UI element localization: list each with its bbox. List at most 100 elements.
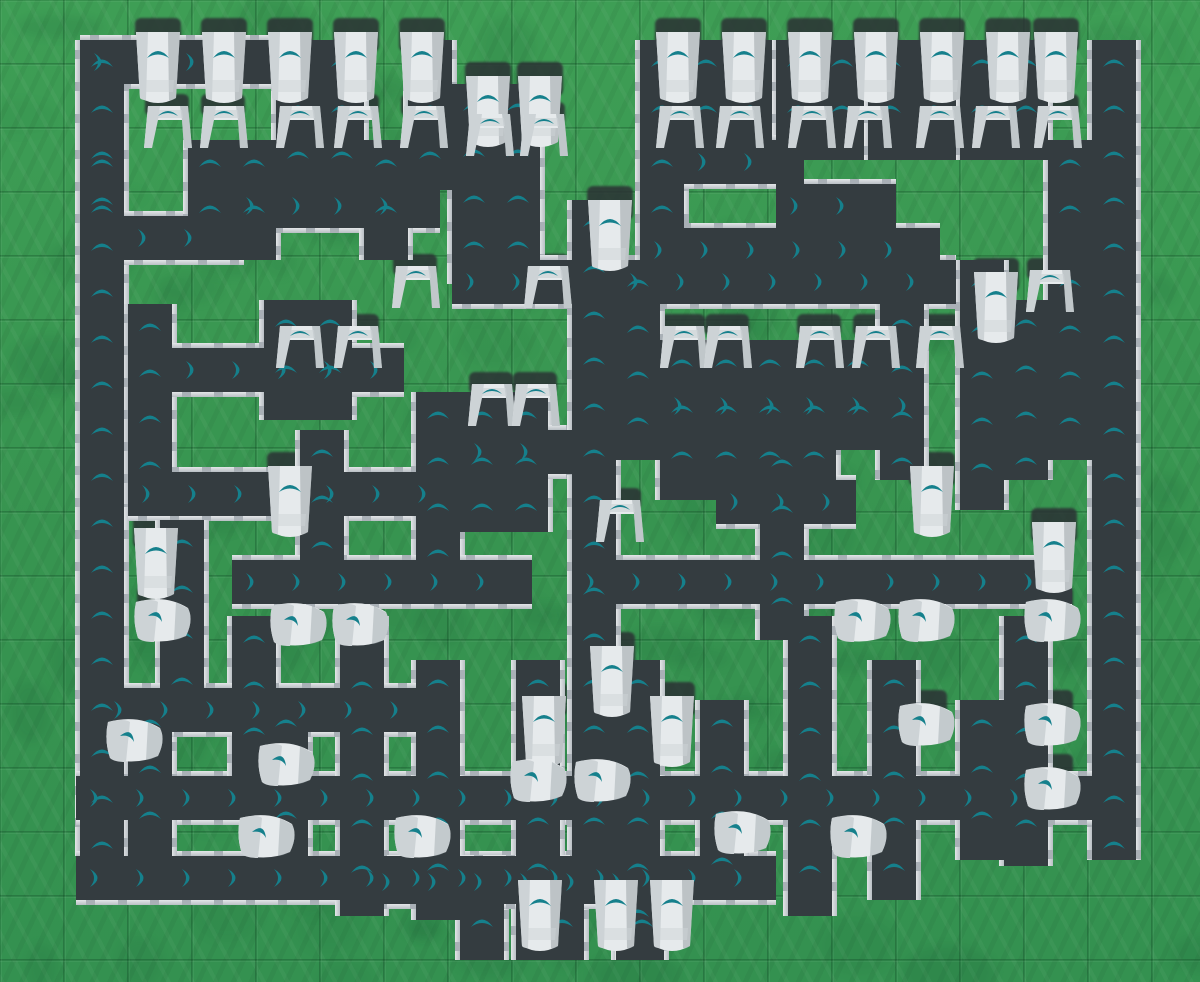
inserter[interactable] — [1030, 104, 1086, 152]
mining-drill[interactable] — [584, 642, 640, 728]
inserter-arm[interactable] — [132, 596, 196, 648]
inserter[interactable] — [330, 324, 386, 372]
inserter[interactable] — [462, 112, 518, 160]
inserter[interactable] — [140, 104, 196, 152]
belt-rail-segment — [1004, 494, 1009, 503]
belt-rail-segment — [918, 771, 927, 776]
inserter[interactable] — [792, 324, 848, 372]
inserter[interactable] — [1022, 268, 1078, 316]
grass-decal — [1015, 162, 1045, 187]
mining-drill[interactable] — [1026, 518, 1082, 604]
inserter[interactable] — [968, 104, 1024, 152]
belt-rail — [384, 616, 389, 916]
inserter[interactable] — [196, 104, 252, 152]
belt-rail-segment — [662, 820, 671, 825]
mining-drill[interactable] — [644, 692, 700, 778]
mining-drill[interactable] — [394, 28, 450, 114]
belt-rail-segment — [950, 771, 959, 776]
mining-drill[interactable] — [644, 876, 700, 962]
inserter[interactable] — [712, 104, 768, 152]
mining-drill[interactable] — [512, 876, 568, 962]
belt-rail-segment — [271, 114, 276, 123]
belt-rail-segment — [1087, 50, 1092, 59]
belt-rail — [955, 260, 960, 510]
mining-drill[interactable] — [904, 462, 960, 548]
belt-rail-segment — [584, 910, 589, 919]
belt-rail-segment — [511, 670, 516, 679]
inserter-arm[interactable] — [236, 812, 300, 864]
inserter[interactable] — [508, 382, 564, 430]
belt-rail-segment — [306, 228, 315, 233]
mining-drill[interactable] — [582, 196, 638, 282]
belt-rail-segment — [214, 900, 223, 905]
belt-rail-segment — [978, 604, 987, 609]
inserter[interactable] — [652, 104, 708, 152]
belt-rail-segment — [646, 604, 655, 609]
inserter[interactable] — [330, 104, 386, 152]
mining-drill[interactable] — [848, 28, 904, 114]
inserter-arm[interactable] — [1022, 596, 1086, 648]
belt-rail-segment — [783, 658, 788, 667]
mining-drill[interactable] — [650, 28, 706, 114]
inserter-arm[interactable] — [392, 812, 456, 864]
belt-rail-segment — [75, 690, 80, 699]
inserter-arm[interactable] — [572, 756, 636, 808]
belt-rail-segment — [498, 604, 507, 609]
inserter[interactable] — [388, 264, 444, 312]
belt-rail-segment — [635, 150, 640, 159]
inserter[interactable] — [520, 264, 576, 312]
belt-rail-segment — [882, 604, 891, 609]
belt-rail-segment — [460, 830, 465, 839]
belt-rail-segment — [635, 246, 640, 255]
inserter[interactable] — [912, 324, 968, 372]
inserter-arm[interactable] — [896, 596, 960, 648]
mining-drill[interactable] — [716, 28, 772, 114]
mining-drill[interactable] — [262, 28, 318, 114]
belt-rail-segment — [150, 900, 159, 905]
mining-drill[interactable] — [196, 28, 252, 114]
mining-drill[interactable] — [130, 28, 186, 114]
inserter-arm[interactable] — [1022, 764, 1086, 816]
belt-rail-segment — [635, 82, 640, 91]
belt-rail-segment — [786, 304, 795, 309]
belt-rail — [232, 555, 532, 560]
inserter-arm[interactable] — [712, 808, 776, 860]
mining-drill[interactable] — [262, 462, 318, 548]
mining-drill[interactable] — [914, 28, 970, 114]
belt-rail-segment — [1136, 306, 1141, 315]
inserter-arm[interactable] — [896, 700, 960, 752]
inserter[interactable] — [396, 104, 452, 152]
belt-rail-segment — [783, 754, 788, 763]
inserter[interactable] — [516, 112, 572, 160]
inserter-arm[interactable] — [1022, 700, 1086, 752]
inserter[interactable] — [840, 104, 896, 152]
inserter-arm[interactable] — [330, 600, 394, 652]
mining-drill[interactable] — [968, 268, 1024, 354]
belt-rail-segment — [434, 604, 443, 609]
inserter[interactable] — [700, 324, 756, 372]
inserter-arm[interactable] — [508, 756, 572, 808]
inserter-arm[interactable] — [104, 716, 168, 768]
inserter[interactable] — [912, 104, 968, 152]
mining-drill[interactable] — [1028, 28, 1084, 114]
inserter[interactable] — [592, 498, 648, 546]
mining-drill[interactable] — [588, 876, 644, 962]
inserter-arm[interactable] — [268, 600, 332, 652]
belt-rail-segment — [384, 754, 389, 763]
inserter-arm[interactable] — [256, 740, 320, 792]
inserter-arm[interactable] — [828, 812, 892, 864]
belt-rail — [75, 140, 80, 260]
inserter-arm[interactable] — [832, 596, 896, 648]
mining-drill[interactable] — [782, 28, 838, 114]
belt-rail-segment — [758, 851, 767, 856]
inserter[interactable] — [272, 324, 328, 372]
belt-rail-segment — [818, 179, 827, 184]
inserter[interactable] — [272, 104, 328, 152]
inserter[interactable] — [848, 324, 904, 372]
mining-drill[interactable] — [328, 28, 384, 114]
inserter[interactable] — [784, 104, 840, 152]
belt-rail-segment — [924, 374, 929, 383]
belt-rail — [124, 140, 129, 260]
